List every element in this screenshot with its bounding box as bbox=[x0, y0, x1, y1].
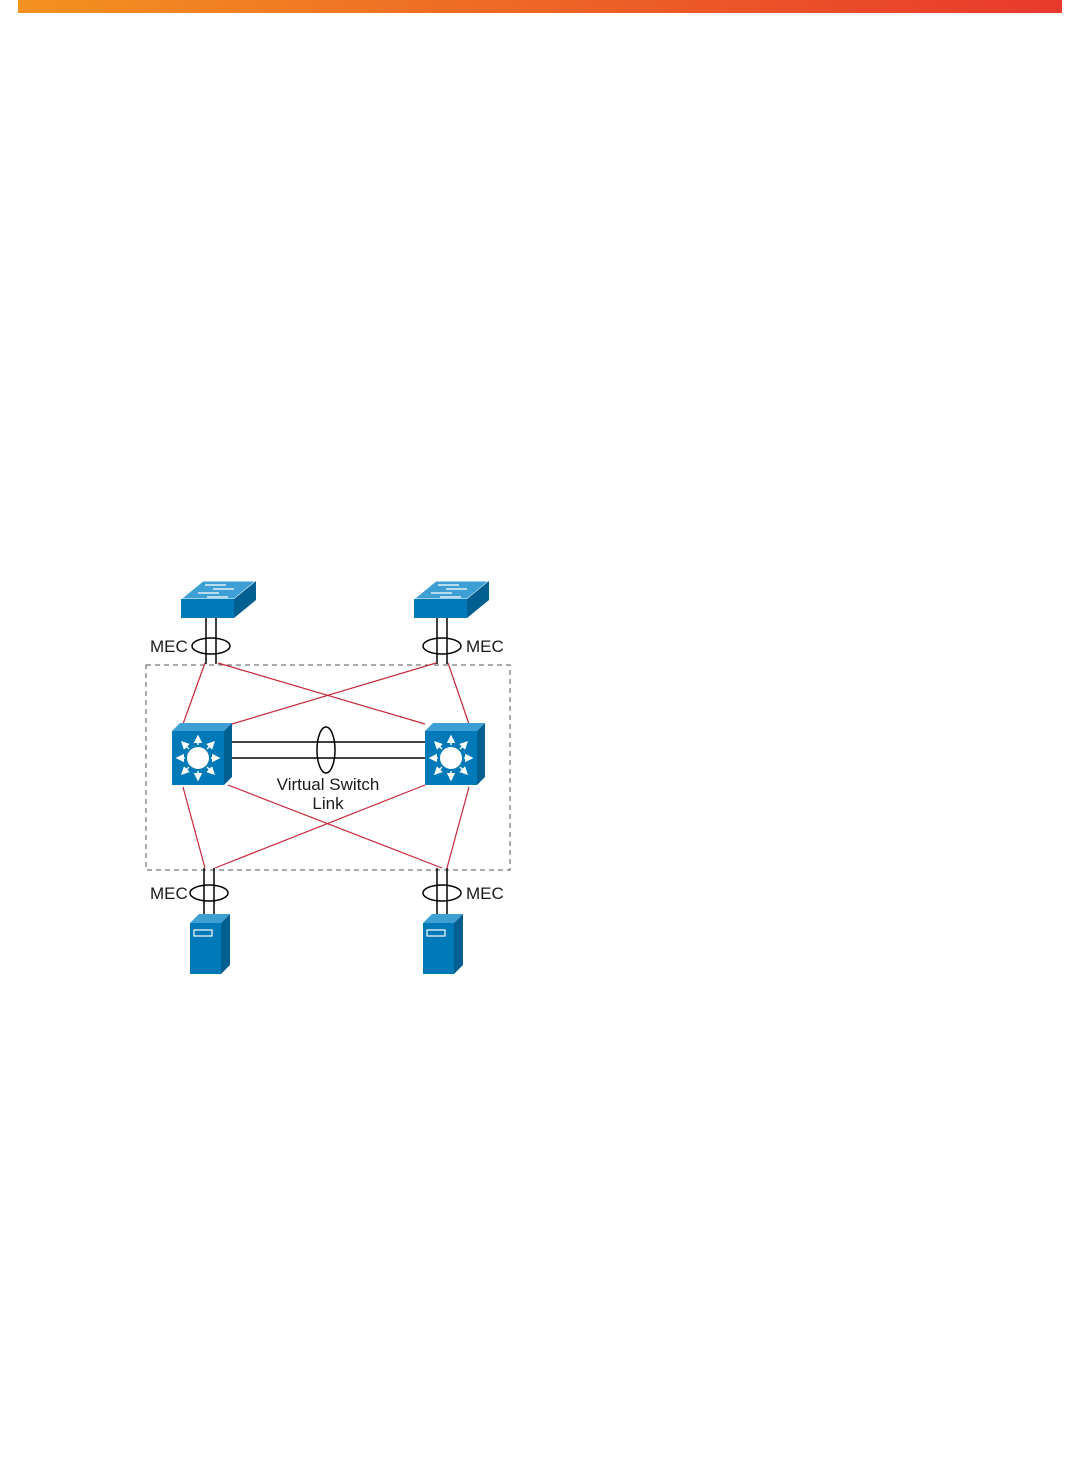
mec-label-bottom-right: MEC bbox=[466, 884, 504, 903]
mec-label-top-left: MEC bbox=[150, 637, 188, 656]
mec-bundle-top-left bbox=[192, 617, 230, 664]
access-switch-icon bbox=[181, 581, 256, 618]
mec-label-bottom-left: MEC bbox=[150, 884, 188, 903]
mec-bundle-top-right bbox=[423, 617, 461, 664]
server-icon bbox=[190, 914, 230, 974]
multilayer-switch-icon bbox=[425, 723, 485, 785]
virtual-switch-link bbox=[232, 727, 425, 773]
access-switch-icon bbox=[414, 581, 489, 618]
vsl-label-line2: Link bbox=[312, 794, 344, 813]
server-icon bbox=[423, 914, 463, 974]
mec-bundle-bottom-left bbox=[190, 868, 228, 918]
mec-bundle-bottom-right bbox=[423, 868, 461, 918]
multilayer-switch-icon bbox=[172, 723, 232, 785]
vsl-label-line1: Virtual Switch bbox=[277, 775, 380, 794]
mec-label-top-right: MEC bbox=[466, 637, 504, 656]
